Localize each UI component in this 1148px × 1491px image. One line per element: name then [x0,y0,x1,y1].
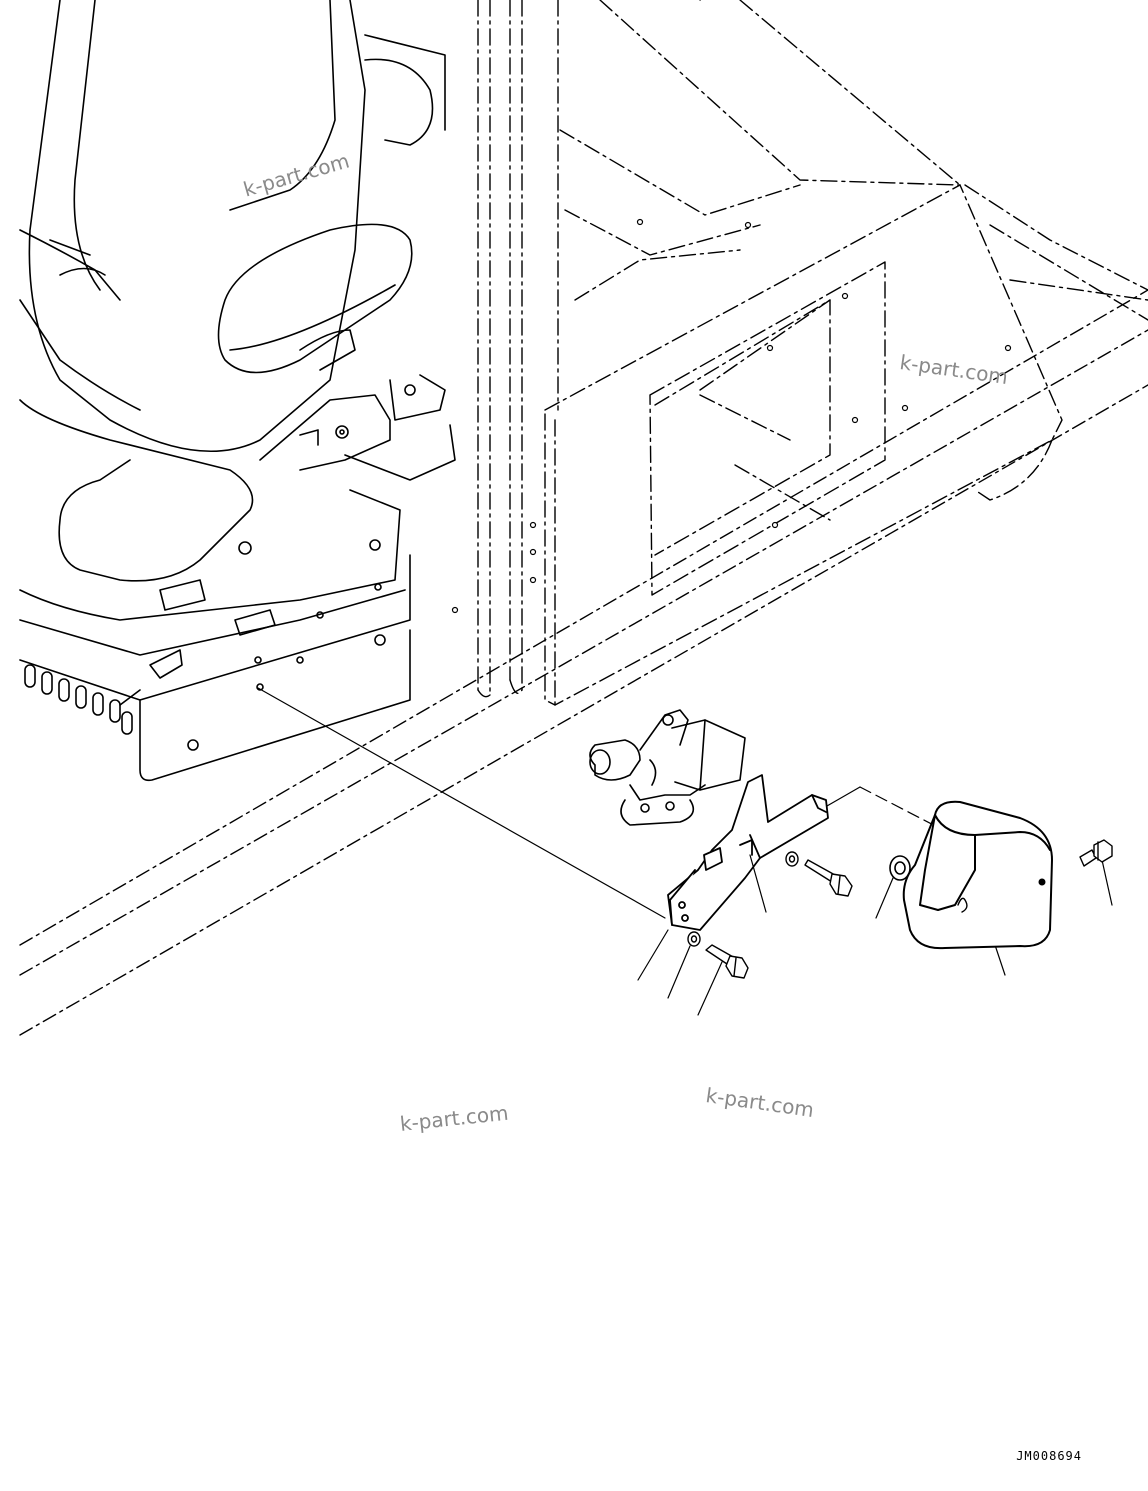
floor-phantom-lines [19,289,1148,1036]
bolt-lower [705,944,749,979]
stud-fitting [1079,839,1113,867]
bolt-upper [804,859,853,897]
leader-line-bracket-ref [749,854,767,913]
grommet [889,855,911,881]
part-leader-lines [637,859,1113,1016]
seat-base-slots [24,664,133,735]
control-lever-assembly [589,709,746,826]
drawing-number: JM008694 [1016,1449,1082,1463]
rear-panel [544,0,1148,706]
mounting-bracket [667,774,829,931]
washer-upper [785,851,799,867]
lever-cover [902,800,1053,950]
operator-seat [19,0,456,782]
washer-lower [687,931,701,947]
cab-pillar [477,0,559,698]
panel-holes [451,218,1012,614]
leader-line-bracket [257,687,666,919]
